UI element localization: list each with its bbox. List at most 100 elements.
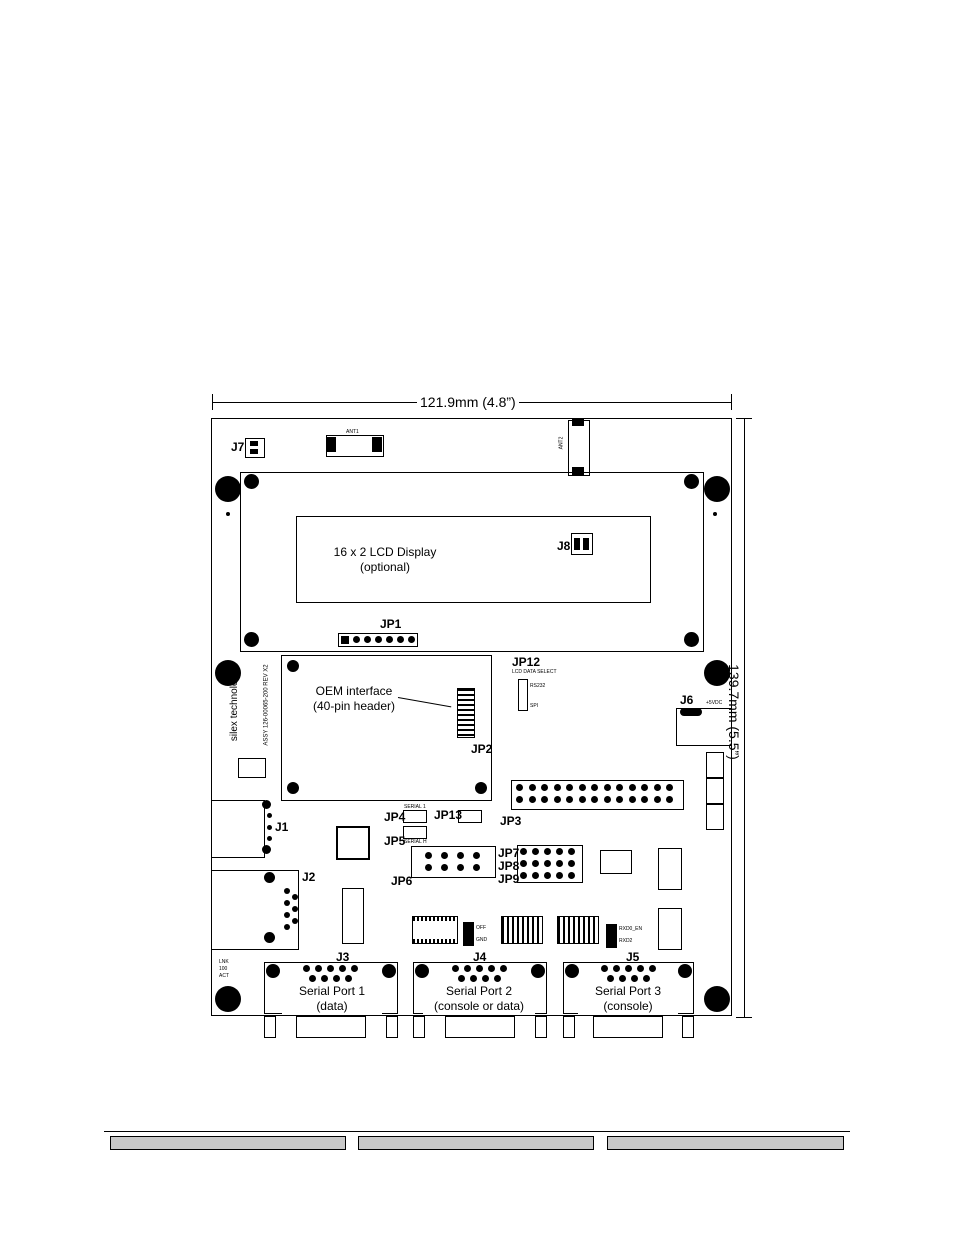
lcd-display-window	[296, 516, 651, 603]
jp7-9-pin	[532, 860, 539, 867]
footer-bar-middle	[358, 1136, 594, 1150]
j2-pin	[284, 900, 290, 906]
serial-port-1-line1: Serial Port 1	[298, 984, 366, 998]
serial-port-2-line1: Serial Port 2	[445, 984, 513, 998]
jp8-label: JP8	[498, 859, 520, 873]
j4-pin	[458, 975, 465, 982]
j4-pin	[470, 975, 477, 982]
jp3-pin	[528, 796, 536, 803]
jp6-header	[411, 846, 496, 878]
jp4-header	[403, 810, 427, 823]
jp7-9-pins	[520, 848, 580, 880]
j4-pins	[452, 965, 508, 982]
jp3-label: JP3	[500, 814, 522, 828]
jp13-label: JP13	[434, 808, 463, 822]
jp3-pin	[566, 796, 573, 803]
mounting-hole	[704, 660, 730, 686]
serial-port-2-caption: Serial Port 2 (console or data)	[423, 984, 535, 1014]
serial-h-label: SERIAL H	[404, 839, 427, 845]
j7-pad	[250, 441, 258, 446]
j3-pin	[315, 965, 322, 972]
lcd-mount-hole	[244, 474, 259, 489]
mounting-hole-small	[713, 512, 717, 516]
jp3-pin	[591, 796, 598, 803]
lcd-outline	[240, 472, 704, 652]
width-dimension-tick-left	[212, 394, 213, 410]
jp12-label: JP12	[512, 655, 541, 669]
jp3-pin	[553, 784, 561, 791]
j7-connector	[245, 438, 265, 458]
j1-pin	[262, 800, 271, 809]
jp3-pin	[641, 796, 648, 803]
jp3-pin	[578, 784, 586, 791]
jp6-pin	[473, 852, 480, 859]
j2-pin	[292, 918, 298, 924]
j8-pad	[583, 538, 589, 550]
act-label: ACT	[219, 973, 229, 979]
j3-pin	[339, 965, 346, 972]
j2-pin	[264, 932, 275, 943]
j8-connector	[571, 533, 593, 555]
jp7-9-pin	[544, 872, 551, 879]
j5-mount-hole	[565, 964, 579, 978]
ant2-pad	[572, 467, 584, 475]
mounting-hole	[215, 476, 241, 502]
lcd-mount-hole	[244, 632, 259, 647]
j2-connector	[211, 870, 299, 950]
jp3-pin	[628, 784, 636, 791]
j2-pin	[264, 872, 275, 883]
j5-pin	[631, 975, 638, 982]
j5-mount-hole	[678, 964, 692, 978]
jp7-9-pin	[556, 860, 563, 867]
j6-pad	[680, 708, 702, 716]
u5-chip	[501, 916, 543, 944]
jp3-pin	[641, 784, 648, 791]
jp7-9-pin	[568, 860, 575, 867]
j1-pin	[267, 836, 272, 841]
jp12-header	[518, 679, 528, 711]
jp3-pins	[516, 784, 680, 808]
jp3-pin	[578, 796, 586, 803]
jp6-pin	[457, 852, 464, 859]
jp3-pin	[653, 784, 661, 791]
jp3-pin	[541, 796, 548, 803]
lcd-mount-hole	[684, 474, 699, 489]
j7-pad	[250, 449, 258, 454]
jp13-header	[458, 810, 482, 823]
j7-label: J7	[231, 440, 245, 454]
j3-pin	[327, 965, 334, 972]
j4-pin	[482, 975, 489, 982]
serial-port-3-caption: Serial Port 3 (console)	[578, 984, 678, 1014]
j5-pin	[625, 965, 632, 972]
jp4-label: JP4	[384, 810, 406, 824]
io-label: 100	[219, 966, 228, 972]
oem-40pin-header	[457, 688, 475, 738]
jp1-pin	[386, 636, 393, 643]
j6-label: J6	[680, 693, 694, 707]
j3-shell	[264, 1016, 398, 1038]
jp1-pin	[408, 636, 415, 643]
width-dimension-tick-right	[731, 394, 732, 410]
serial-port-2-line2: (console or data)	[433, 999, 525, 1013]
jp3-pin	[528, 784, 536, 791]
j4-pin	[500, 965, 507, 972]
j1-pin	[267, 825, 272, 830]
jp3-pin	[553, 796, 561, 803]
footer-bar-left	[110, 1136, 346, 1150]
jp7-9-pin	[556, 848, 563, 855]
jp10-header	[463, 922, 474, 946]
oem-module-outline	[281, 655, 492, 801]
jp6-pins	[425, 852, 485, 872]
jp1-pin	[397, 636, 404, 643]
ant2-pad	[572, 418, 584, 426]
j3-pin	[309, 975, 316, 982]
j8-label: J8	[557, 539, 571, 553]
jp7-9-pin	[544, 860, 551, 867]
j1-pin	[262, 845, 271, 854]
jp1-pin	[375, 636, 382, 643]
oem-mount-hole	[287, 660, 299, 672]
lcd-data-select-label: LCD DATA SELECT	[512, 669, 557, 675]
lcd-caption: 16 x 2 LCD Display (optional)	[315, 545, 455, 575]
ant1-pad	[326, 437, 336, 452]
jp5-label: JP5	[384, 834, 406, 848]
